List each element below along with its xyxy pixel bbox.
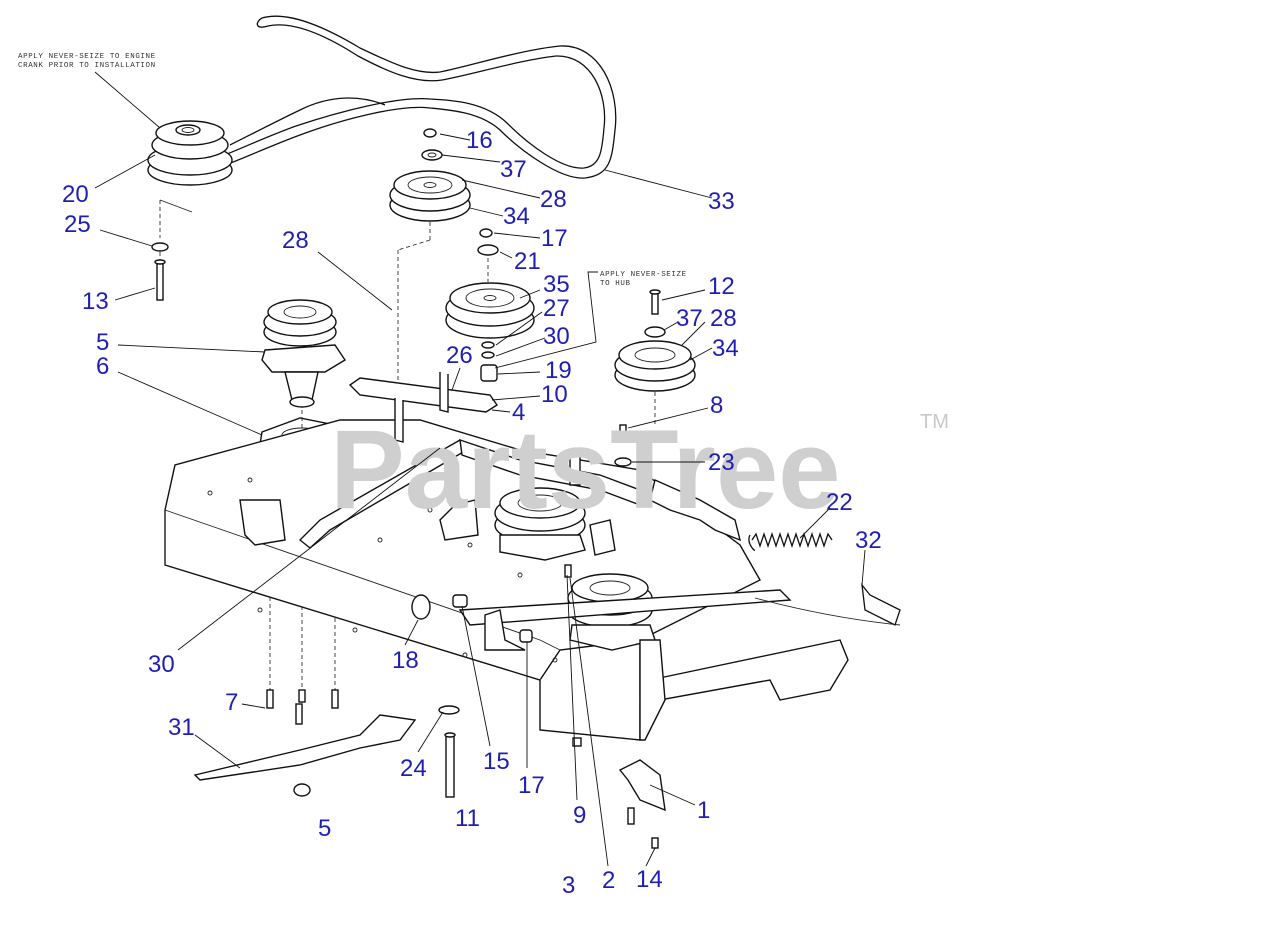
callout-34b: 34 [712, 335, 739, 362]
watermark-trademark: TM [920, 411, 949, 433]
callout-3: 3 [562, 872, 575, 899]
lower-hardware [193, 564, 666, 849]
hub-note-line-1: APPLY NEVER-SEIZE [600, 271, 687, 279]
callout-26: 26 [446, 342, 473, 369]
engine-clutch-pulley [147, 120, 233, 238]
callout-23: 23 [708, 449, 735, 476]
callout-37: 37 [500, 156, 527, 183]
callout-30: 30 [543, 323, 570, 350]
callout-32: 32 [855, 527, 882, 554]
callout-31: 31 [168, 714, 195, 741]
hub-note: APPLY NEVER-SEIZE TO HUB [494, 271, 687, 369]
tension-spring [748, 531, 901, 626]
callout-19: 19 [545, 357, 572, 384]
engine-note-line-1: APPLY NEVER-SEIZE TO ENGINE [18, 53, 156, 61]
engine-note-line-2: CRANK PRIOR TO INSTALLATION [18, 62, 156, 70]
callout-numbers: 20 25 13 5 6 28 16 37 28 34 33 17 21 35 … [62, 127, 882, 899]
callout-4: 4 [512, 399, 525, 426]
engine-note: APPLY NEVER-SEIZE TO ENGINE CRANK PRIOR … [18, 53, 161, 129]
callout-16: 16 [466, 127, 493, 154]
idler-stack-center [445, 228, 535, 382]
callout-17b: 17 [518, 772, 545, 799]
callout-11: 11 [455, 805, 480, 832]
callout-6: 6 [96, 353, 109, 380]
leader-lines [94, 133, 866, 867]
callout-15: 15 [483, 748, 510, 775]
rear-frame [239, 454, 849, 741]
idler-stack-right [614, 289, 696, 467]
idler-stack-top [389, 128, 471, 380]
callout-14: 14 [636, 866, 663, 893]
drive-belt [221, 15, 617, 179]
callout-20: 20 [62, 181, 89, 208]
watermark-text: PartsTree [330, 407, 841, 532]
spindle-center [494, 487, 586, 561]
hub-note-line-2: TO HUB [600, 280, 631, 288]
callout-12: 12 [708, 273, 735, 300]
callout-28b: 28 [540, 186, 567, 213]
callout-1: 1 [697, 797, 710, 824]
callout-7: 7 [225, 689, 238, 716]
partstree-watermark: PartsTree TM [330, 407, 949, 532]
callout-30b: 30 [148, 651, 175, 678]
callout-5b: 5 [318, 815, 331, 842]
callout-21: 21 [514, 248, 541, 275]
callout-25: 25 [64, 211, 91, 238]
callout-35: 35 [543, 271, 570, 298]
callout-24: 24 [400, 755, 427, 782]
callout-17: 17 [541, 225, 568, 252]
callout-10: 10 [541, 381, 568, 408]
callout-13: 13 [82, 288, 109, 315]
callout-5: 5 [96, 329, 109, 356]
callout-9: 9 [573, 802, 586, 829]
washer-bolt-25-13 [151, 242, 169, 301]
callout-37b: 37 [676, 305, 703, 332]
callout-28c: 28 [710, 305, 737, 332]
callout-33: 33 [708, 188, 735, 215]
callout-22: 22 [826, 489, 853, 516]
callout-28: 28 [282, 227, 309, 254]
callout-34: 34 [503, 203, 530, 230]
callout-27: 27 [543, 295, 570, 322]
callout-2: 2 [602, 867, 615, 894]
callout-18: 18 [392, 647, 419, 674]
callout-8: 8 [710, 392, 723, 419]
